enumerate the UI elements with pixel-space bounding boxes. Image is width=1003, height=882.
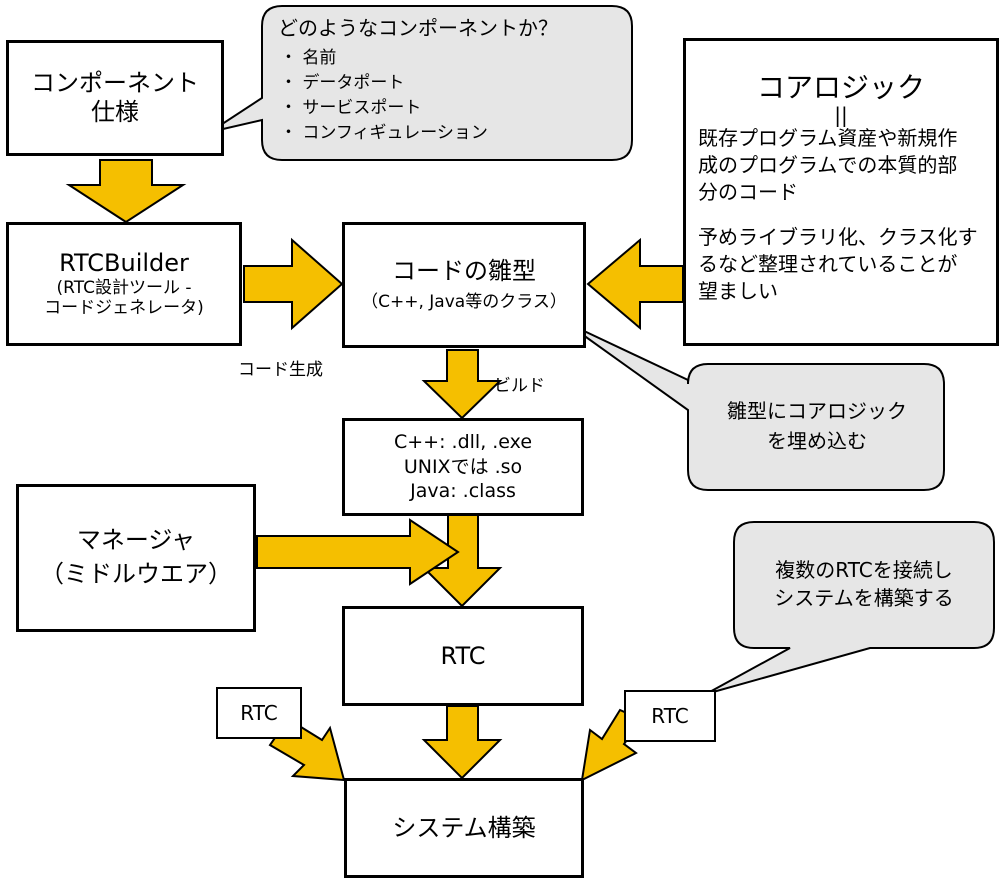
binary-line2: UNIXでは .so [403, 455, 523, 478]
rtc-main-box: RTC [342, 606, 584, 706]
manager-line1: マネージャ [76, 526, 196, 555]
spec-speech-bubble [209, 5, 633, 161]
spec-item-dataport: ・ データポート [280, 73, 405, 93]
core-logic-desc1-line2: 成のプログラムでの本質的部 [698, 152, 958, 177]
system-build-label: システム構築 [392, 813, 536, 842]
core-logic-equals: || [834, 102, 848, 127]
rtc-builder-title: RTCBuilder [59, 249, 189, 278]
code-template-title: コードの雛型 [392, 257, 536, 286]
spec-bubble-title: どのようなコンポーネントか？ [278, 16, 558, 40]
connect-bubble-line1: 複数のRTCを接続し [775, 558, 953, 582]
binary-line3: Java: .class [410, 480, 516, 503]
core-logic-desc2-line2: るなど整理されていることが [698, 251, 958, 276]
arrow-manager-to-rtc [256, 518, 460, 586]
core-logic-desc2-line3: 望ましい [698, 278, 778, 303]
embed-speech-bubble [564, 321, 945, 491]
connect-bubble-text: 複数のRTCを接続し システムを構築する [736, 556, 992, 612]
arrow-builder-to-template [243, 237, 344, 331]
rtc-left-box: RTC [216, 687, 302, 739]
rtc-builder-sub2: コードジェネレータ) [44, 298, 204, 319]
spec-item-name: ・ 名前 [280, 48, 337, 68]
arrow-rtc-to-system [421, 705, 503, 780]
code-template-sub: （C++, Java等のクラス） [361, 292, 567, 313]
embed-bubble-line1: 雛型にコアロジック [727, 399, 907, 423]
component-spec-line2: 仕様 [91, 98, 139, 126]
spec-bubble-items: ・ 名前 ・ データポート ・ サービスポート ・ コンフィギュレーション [280, 46, 488, 146]
core-logic-desc1: 既存プログラム資産や新規作 成のプログラムでの本質的部 分のコード [686, 125, 957, 206]
core-logic-desc2: 予めライブラリ化、クラス化す るなど整理されていることが 望ましい [686, 224, 978, 305]
arrow-corelogic-to-template [586, 237, 684, 331]
connect-bubble-line2: システムを構築する [774, 586, 954, 610]
binary-line1: C++: .dll, .exe [393, 430, 533, 453]
rtc-builder-sub1: (RTC設計ツール - [56, 278, 192, 298]
arrow-binary-to-rtc [421, 513, 503, 608]
embed-bubble-text: 雛型にコアロジック を埋め込む [690, 396, 944, 456]
rtc-builder-box: RTCBuilder (RTC設計ツール - コードジェネレータ) [6, 222, 242, 346]
core-logic-desc1-line3: 分のコード [698, 179, 798, 204]
arrow-template-to-binary [421, 349, 503, 420]
component-spec-box: コンポーネント 仕様 [6, 40, 224, 156]
embed-bubble-line2: を埋め込む [767, 429, 867, 453]
core-logic-title: コアロジック [756, 71, 925, 104]
rtc-right-box: RTC [624, 690, 716, 742]
code-generation-label: コード生成 [238, 360, 323, 380]
core-logic-desc2-line1: 予めライブラリ化、クラス化す [698, 224, 978, 249]
build-label: ビルド [494, 376, 545, 396]
spec-item-serviceport: ・ サービスポート [280, 98, 422, 118]
code-template-box: コードの雛型 （C++, Java等のクラス） [342, 222, 586, 348]
arrow-spec-to-builder [65, 159, 187, 224]
system-build-box: システム構築 [344, 778, 584, 878]
rtc-left-label: RTC [240, 701, 278, 725]
rtc-right-label: RTC [651, 704, 689, 728]
rtc-main-label: RTC [440, 641, 486, 670]
manager-box: マネージャ （ミドルウエア） [16, 484, 256, 632]
manager-line2: （ミドルウエア） [40, 560, 232, 588]
core-logic-box: コアロジック || 既存プログラム資産や新規作 成のプログラムでの本質的部 分の… [683, 38, 999, 346]
connect-speech-bubble [705, 521, 995, 695]
component-spec-line1: コンポーネント [31, 69, 199, 98]
core-logic-desc1-line1: 既存プログラム資産や新規作 [698, 125, 958, 150]
spec-item-configuration: ・ コンフィギュレーション [280, 123, 488, 143]
binary-box: C++: .dll, .exe UNIXでは .so Java: .class [342, 418, 584, 516]
